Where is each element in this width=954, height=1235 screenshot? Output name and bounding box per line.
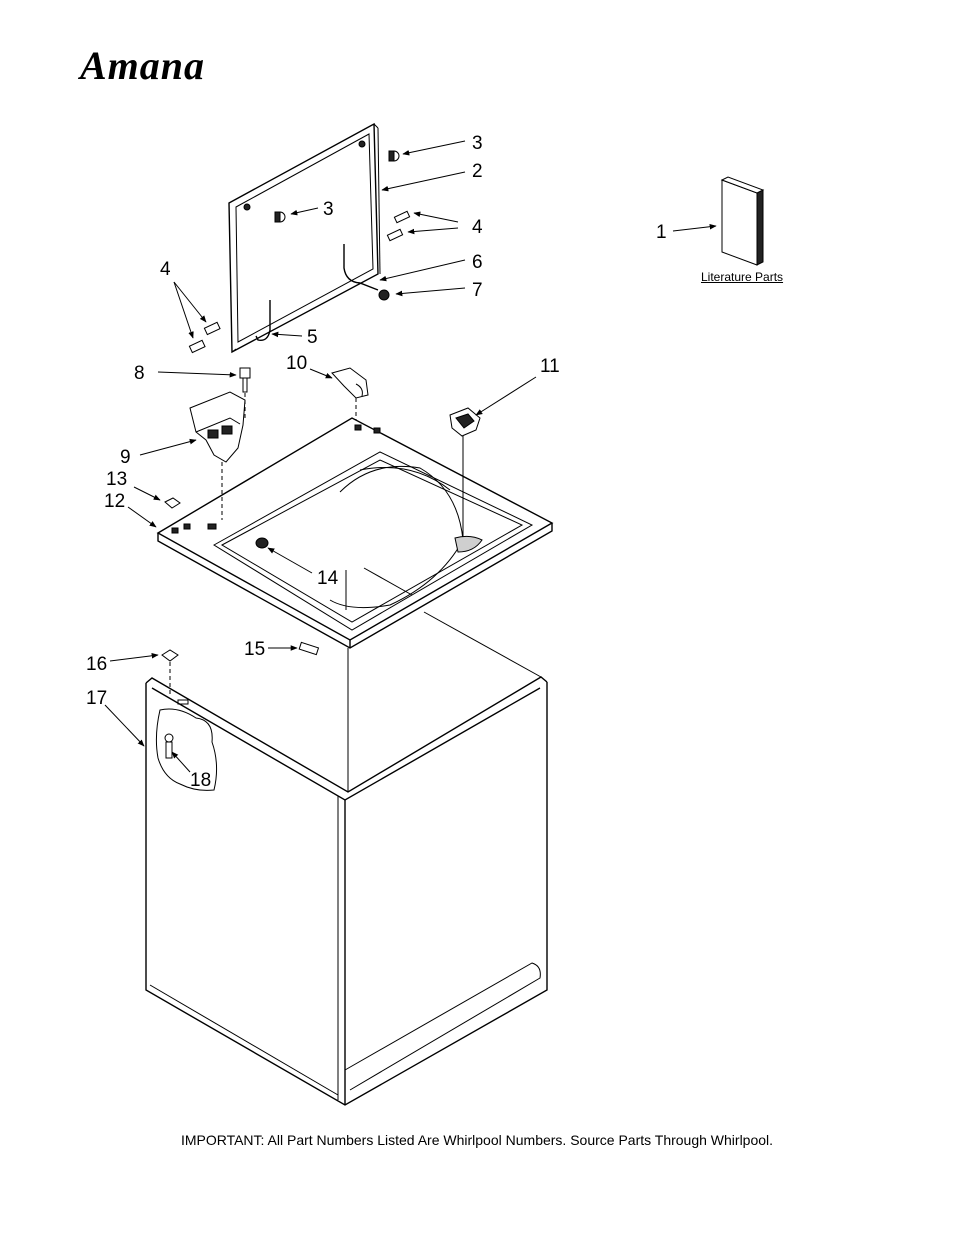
callout-7: 7 (472, 280, 483, 301)
screws-left (188, 321, 221, 354)
cabinet (145, 611, 548, 1106)
screws-right (386, 210, 411, 242)
hinge-clip (164, 497, 181, 509)
callout-10: 10 (286, 353, 307, 374)
callout-5: 5 (307, 327, 318, 348)
callout-13: 13 (106, 469, 127, 490)
literature-book (720, 176, 765, 266)
lid-bumper-right (388, 150, 400, 162)
hinge-rod-right (343, 244, 379, 291)
brand-logo: Amana (80, 43, 206, 88)
callout-3-left: 3 (323, 199, 334, 220)
callout-1: 1 (656, 222, 667, 243)
lid-frame (228, 122, 381, 354)
callout-9: 9 (120, 447, 131, 468)
callout-17: 17 (86, 688, 107, 709)
callout-14: 14 (317, 568, 339, 589)
callout-leaders (104, 140, 717, 773)
hose-clip (331, 367, 369, 399)
lid-switch (189, 391, 246, 463)
callout-11: 11 (540, 356, 560, 377)
callout-4-left: 4 (160, 259, 171, 280)
top-panel (156, 417, 554, 649)
literature-parts-label: Literature Parts (701, 270, 784, 284)
callout-2: 2 (472, 161, 483, 182)
hinge-nut (378, 289, 390, 301)
callout-8: 8 (134, 363, 145, 384)
bleach-dispenser-cap (449, 407, 481, 437)
callout-15: 15 (244, 639, 265, 660)
callout-18: 18 (190, 770, 211, 791)
cabinet-screw (298, 641, 320, 656)
top-clip (161, 649, 179, 662)
callout-12: 12 (104, 491, 125, 512)
hinge-rod-left (255, 300, 271, 341)
callout-labels: 1 2 3 3 4 4 5 6 7 8 9 10 11 12 13 14 15 … (86, 133, 667, 791)
lid-switch-screw (239, 367, 251, 393)
footer-note: IMPORTANT: All Part Numbers Listed Are W… (180, 1132, 774, 1148)
lid-bumper-left (274, 211, 286, 223)
callout-4-right: 4 (472, 217, 483, 238)
callout-16: 16 (86, 654, 107, 675)
callout-3-top: 3 (472, 133, 483, 154)
callout-6: 6 (472, 252, 483, 273)
